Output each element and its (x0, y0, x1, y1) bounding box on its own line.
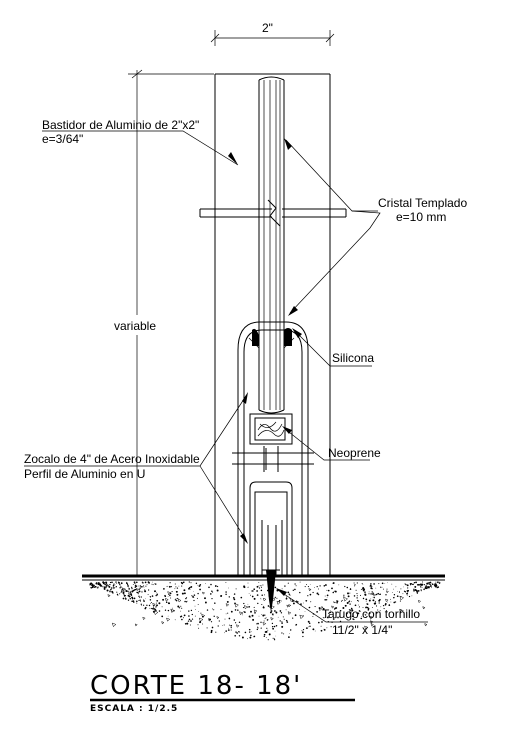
skirting-label-line1: Zocalo de 4" de Acero Inoxidable (24, 452, 200, 466)
anchor-plug (262, 569, 280, 612)
frame-label-line2: e=3/64" (42, 132, 83, 146)
glass-label-line1: Cristal Templado (378, 196, 467, 210)
top-dimension-label: 2" (262, 21, 273, 35)
frame-label-line1: Bastidor de Aluminio de 2"x2" (42, 118, 199, 132)
anchor-label-line2: 11/2" x 1/4" (332, 623, 392, 637)
anchor-label-line1: Tarugo con tornillo (322, 607, 420, 621)
u-profile (249, 481, 293, 576)
break-lines (199, 199, 347, 227)
side-dimension-label: variable (114, 319, 156, 333)
skirting-label-line2: Perfil de Aluminio en U (24, 467, 145, 481)
tempered-glass (258, 76, 285, 414)
title-block: CORTE 18- 18' ESCALA : 1/2.5 (90, 671, 355, 714)
leader-lines (24, 130, 428, 623)
silicone-label: Silicona (332, 351, 374, 365)
drawing-title: CORTE 18- 18' (90, 671, 302, 701)
aluminium-frame (214, 73, 331, 576)
floor-slab (82, 574, 445, 641)
side-dimension: variable (114, 69, 214, 576)
screw (232, 446, 314, 472)
glass-label-line2: e=10 mm (396, 210, 446, 224)
top-dimension: 2" (210, 21, 335, 46)
concrete-hatch (89, 581, 441, 641)
drawing-scale: ESCALA : 1/2.5 (90, 704, 178, 714)
neoprene-label: Neoprene (328, 446, 381, 460)
skirting-profile (237, 321, 309, 576)
